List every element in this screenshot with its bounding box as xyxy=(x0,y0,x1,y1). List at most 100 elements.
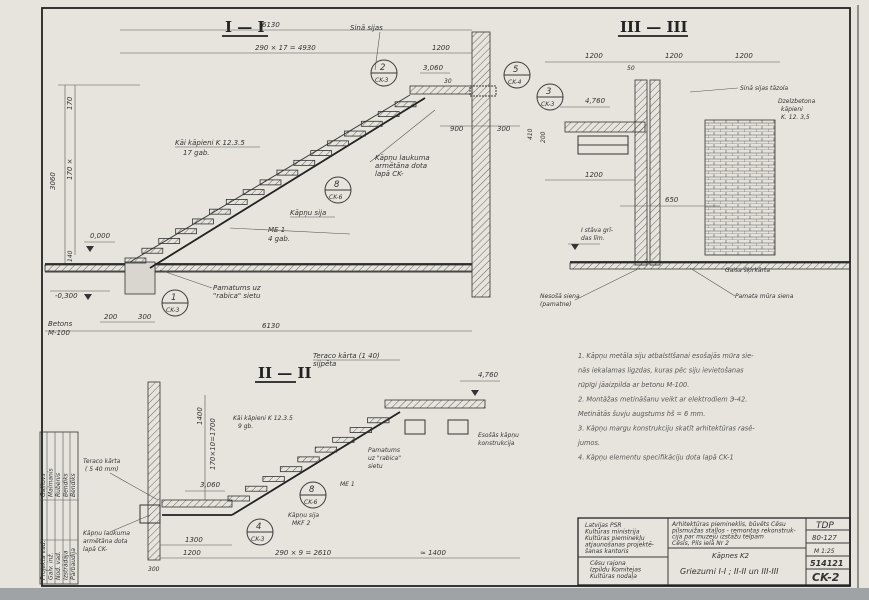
object-name: Kāpnes K2 xyxy=(712,552,750,560)
stair-step xyxy=(276,169,299,176)
label-floor-level: I stāva grī- xyxy=(581,227,613,234)
dim-approx-1400: ≈ 1400 xyxy=(420,549,446,557)
label-steps-2: Kāi kāpieni K 12.3.5 xyxy=(233,415,293,422)
section-2-title: II — II xyxy=(258,364,312,382)
callout-1[interactable]: 1 CK-3 xyxy=(161,289,189,317)
label-concrete: Betons xyxy=(48,320,73,328)
notes-line: jumos. xyxy=(577,439,600,447)
label-me1-b: ME 1 xyxy=(340,481,355,488)
dim-3060: 3060 xyxy=(49,172,57,190)
callout-5[interactable]: 5 CK-4 xyxy=(503,61,531,89)
dim-170x10: 170×10=1700 xyxy=(209,418,217,470)
tb-client-line: Cēsu rajona xyxy=(590,560,626,567)
section-2-2: II — II 4,760 1400 170×10=1700 3,060 130… xyxy=(83,352,520,573)
section-1-title: I — I xyxy=(225,18,264,36)
label-me1-count: 4 gab. xyxy=(268,235,290,243)
stair-step xyxy=(259,179,282,186)
callout-sheet: CK-4 xyxy=(508,79,522,86)
level-minus-0300: -0,300 xyxy=(55,292,78,300)
stamp-name: Bendiks xyxy=(70,473,77,497)
label-terrazzo-left-2: ( 5 40 mm) xyxy=(85,466,119,473)
label-concrete-grade: M-100 xyxy=(48,329,70,337)
stamp-role: Pārbaudīja xyxy=(70,548,77,580)
callout-sheet: CK-3 xyxy=(166,307,180,314)
dim-1300: 1300 xyxy=(185,536,203,544)
tb-client-line: Kultūras nodaļa xyxy=(590,573,637,580)
callout-sheet: CK-3 xyxy=(541,101,555,108)
label-foundation-wall: Pamata mūra siena xyxy=(735,293,794,300)
label-terrazzo: Teraco kārta (1 40) xyxy=(313,352,380,360)
tb-project-line: cija par muzeju izstāžu telpām xyxy=(672,534,764,541)
stair-step xyxy=(175,228,197,235)
callout-num: 4 xyxy=(256,522,261,532)
dim-1200-e: 1200 xyxy=(183,549,201,557)
inventory-number: 514121 xyxy=(810,559,843,568)
stamp-role: Galv. inž. xyxy=(48,553,55,580)
dim-1200: 1200 xyxy=(432,44,450,52)
callout-num: 8 xyxy=(309,485,315,495)
label-base: Pamatums uz xyxy=(213,284,261,292)
project-number: 80-127 xyxy=(812,534,837,542)
stair-step xyxy=(209,208,231,215)
stair-step xyxy=(262,476,285,482)
sheet-title: Griezumi I-I ; II-II un III-III xyxy=(680,567,779,576)
stair-step xyxy=(242,189,265,196)
stair-step xyxy=(349,427,372,433)
callout-sheet: CK-6 xyxy=(329,194,343,201)
sheet-number: CK-2 xyxy=(812,571,840,584)
callout-sheet: CK-3 xyxy=(375,77,389,84)
label-steps: Kāi kāpieni K 12.3.5 xyxy=(175,139,245,147)
stair-step xyxy=(360,120,383,127)
level-3060-b: 3,060 xyxy=(200,481,221,489)
callout-8b[interactable]: 8 CK-6 xyxy=(299,481,327,509)
scan-edge xyxy=(0,588,869,600)
dim-140: 140 xyxy=(67,250,74,262)
upper-landing xyxy=(384,399,486,409)
callout-8[interactable]: 8 CK-6 xyxy=(324,176,352,204)
callout-3[interactable]: 3 CK-3 xyxy=(536,83,564,111)
label-base-b2: uz "rabica" xyxy=(368,455,401,462)
stair-stringer-2 xyxy=(231,411,401,516)
label-beam-2: Kāpņu sija xyxy=(288,512,319,519)
stair-step xyxy=(310,150,332,156)
notes-line: rūpīgi jāaizpilda ar betonu M-100. xyxy=(578,381,689,389)
stamp-name: Bendiks xyxy=(63,473,70,497)
dim-300-c: 300 xyxy=(148,566,160,573)
dim-200: 200 xyxy=(104,313,118,321)
stair-step xyxy=(225,199,248,205)
section-3-title: III — III xyxy=(620,18,688,36)
dim-6130-bottom: 6130 xyxy=(262,322,280,330)
callout-num: 1 xyxy=(171,293,176,303)
label-terrazzo-2: sijpēta xyxy=(313,360,336,368)
label-base-b: Pamatums xyxy=(368,447,400,454)
label-sina-tazola: Sinā sijas tāzola xyxy=(740,85,789,92)
tb-project-line: Arhitektūras piemineklis, būvēts Cēsu xyxy=(671,521,786,528)
label-steps-count-2: 9 gb. xyxy=(238,423,253,430)
stair-step xyxy=(297,456,320,463)
stair-step xyxy=(367,417,390,424)
notes-line: 1. Kāpņu metāla siju atbalstīšanai esoša… xyxy=(578,352,754,360)
level-0000: 0,000 xyxy=(90,232,111,240)
tb-org-line: Latvijas PSR xyxy=(585,522,622,529)
stair-step xyxy=(377,111,400,117)
wall-right xyxy=(471,31,491,298)
stair-step xyxy=(158,238,181,244)
stair-step xyxy=(245,485,268,492)
level-3060: 3,060 xyxy=(423,64,444,72)
wall-left xyxy=(147,381,161,561)
landing-beam xyxy=(564,121,646,133)
scale: M 1:25 xyxy=(814,548,835,555)
callout-num: 3 xyxy=(546,87,551,97)
dim-300: 300 xyxy=(497,125,511,133)
label-existing-2: konstrukcija xyxy=(478,440,515,447)
stair-step xyxy=(279,466,303,473)
callout-2[interactable]: 2 CK-3 xyxy=(370,59,398,87)
section-3-3: III — III 1200 1200 1200 50 4,760 1200 6… xyxy=(527,18,851,308)
label-rc-steps: Dzelzbetona xyxy=(778,98,816,105)
callout-4[interactable]: 4 CK-3 xyxy=(246,518,274,546)
stair-step xyxy=(314,446,338,453)
brick-wall xyxy=(704,119,776,256)
